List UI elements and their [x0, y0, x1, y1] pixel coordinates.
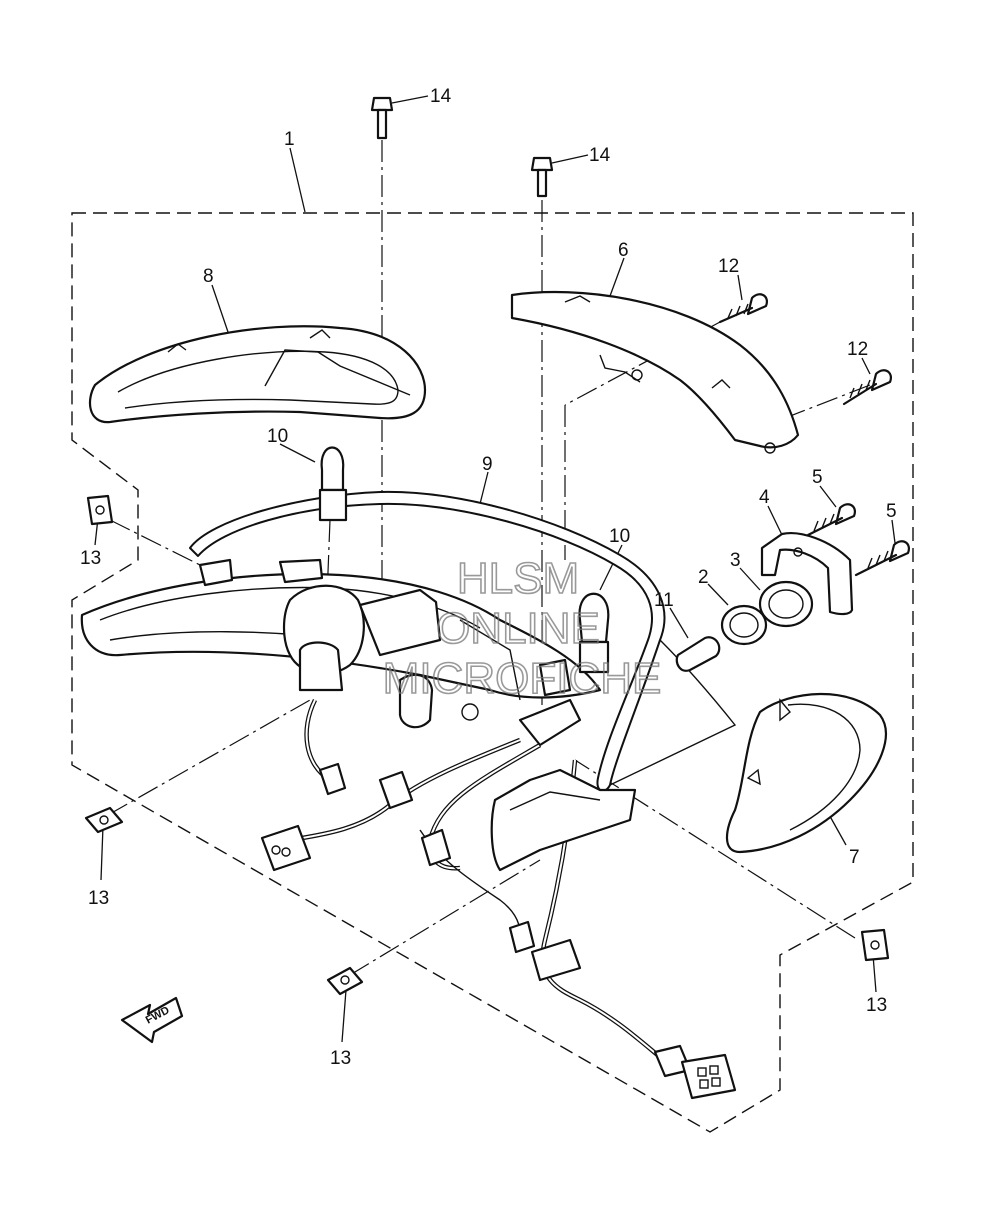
callout-6: 6 [618, 240, 629, 261]
callout-11: 11 [654, 590, 674, 611]
watermark-line-3: MICROFICHE [383, 654, 662, 703]
watermark-line-2: ONLINE [436, 604, 600, 653]
part-10-bulb-right [578, 592, 610, 674]
wiring-harness [260, 658, 737, 1100]
part-3-grommet [758, 580, 814, 628]
callout-13-left-lower: 13 [88, 888, 109, 909]
callout-9: 9 [482, 454, 493, 475]
callout-12-lower: 12 [847, 339, 868, 360]
fwd-arrow-icon: FWD [120, 996, 184, 1044]
part-2-ring [720, 604, 768, 646]
callout-10-right: 10 [609, 526, 630, 547]
part-5-screw-1 [806, 503, 856, 537]
part-14-bolt-1 [370, 96, 394, 140]
part-4-bracket [760, 532, 854, 616]
callout-13-bottom: 13 [330, 1048, 351, 1069]
callout-10-left: 10 [267, 426, 288, 447]
watermark-line-1: HLSM [457, 554, 579, 603]
callout-5-right: 5 [886, 501, 897, 522]
callout-7: 7 [849, 847, 860, 868]
callout-14-top: 14 [430, 86, 452, 107]
callout-3: 3 [730, 550, 741, 571]
part-13-nut-3 [326, 966, 364, 996]
callout-1: 1 [284, 129, 295, 150]
callout-4: 4 [759, 487, 770, 508]
part-13-nut-1 [86, 494, 114, 526]
part-12-screw-2 [842, 369, 892, 406]
part-6-cover [510, 290, 800, 454]
callout-5-left: 5 [812, 467, 823, 488]
part-5-screw-2 [854, 540, 910, 577]
callout-13-right: 13 [866, 995, 887, 1016]
part-7-lens [725, 692, 887, 854]
part-13-nut-4 [860, 928, 890, 962]
part-13-nut-2 [84, 806, 124, 834]
tail-light-housing [80, 558, 602, 729]
callout-14-second: 14 [589, 145, 611, 166]
assembly-boundary [71, 212, 914, 1133]
callout-labels: 1 14 14 8 6 12 12 10 9 10 4 5 5 3 2 11 1… [80, 86, 897, 1069]
part-10-bulb-left [318, 446, 348, 522]
part-8-cover [88, 325, 427, 424]
watermark: HLSM ONLINE MICROFICHE [382, 553, 662, 704]
callout-8: 8 [203, 266, 214, 287]
part-11-bulb [675, 636, 721, 672]
part-12-screw-1 [718, 293, 768, 324]
callout-13-left-upper: 13 [80, 548, 101, 569]
callout-12-upper: 12 [718, 256, 739, 277]
callout-2: 2 [698, 567, 709, 588]
part-14-bolt-2 [530, 156, 554, 198]
